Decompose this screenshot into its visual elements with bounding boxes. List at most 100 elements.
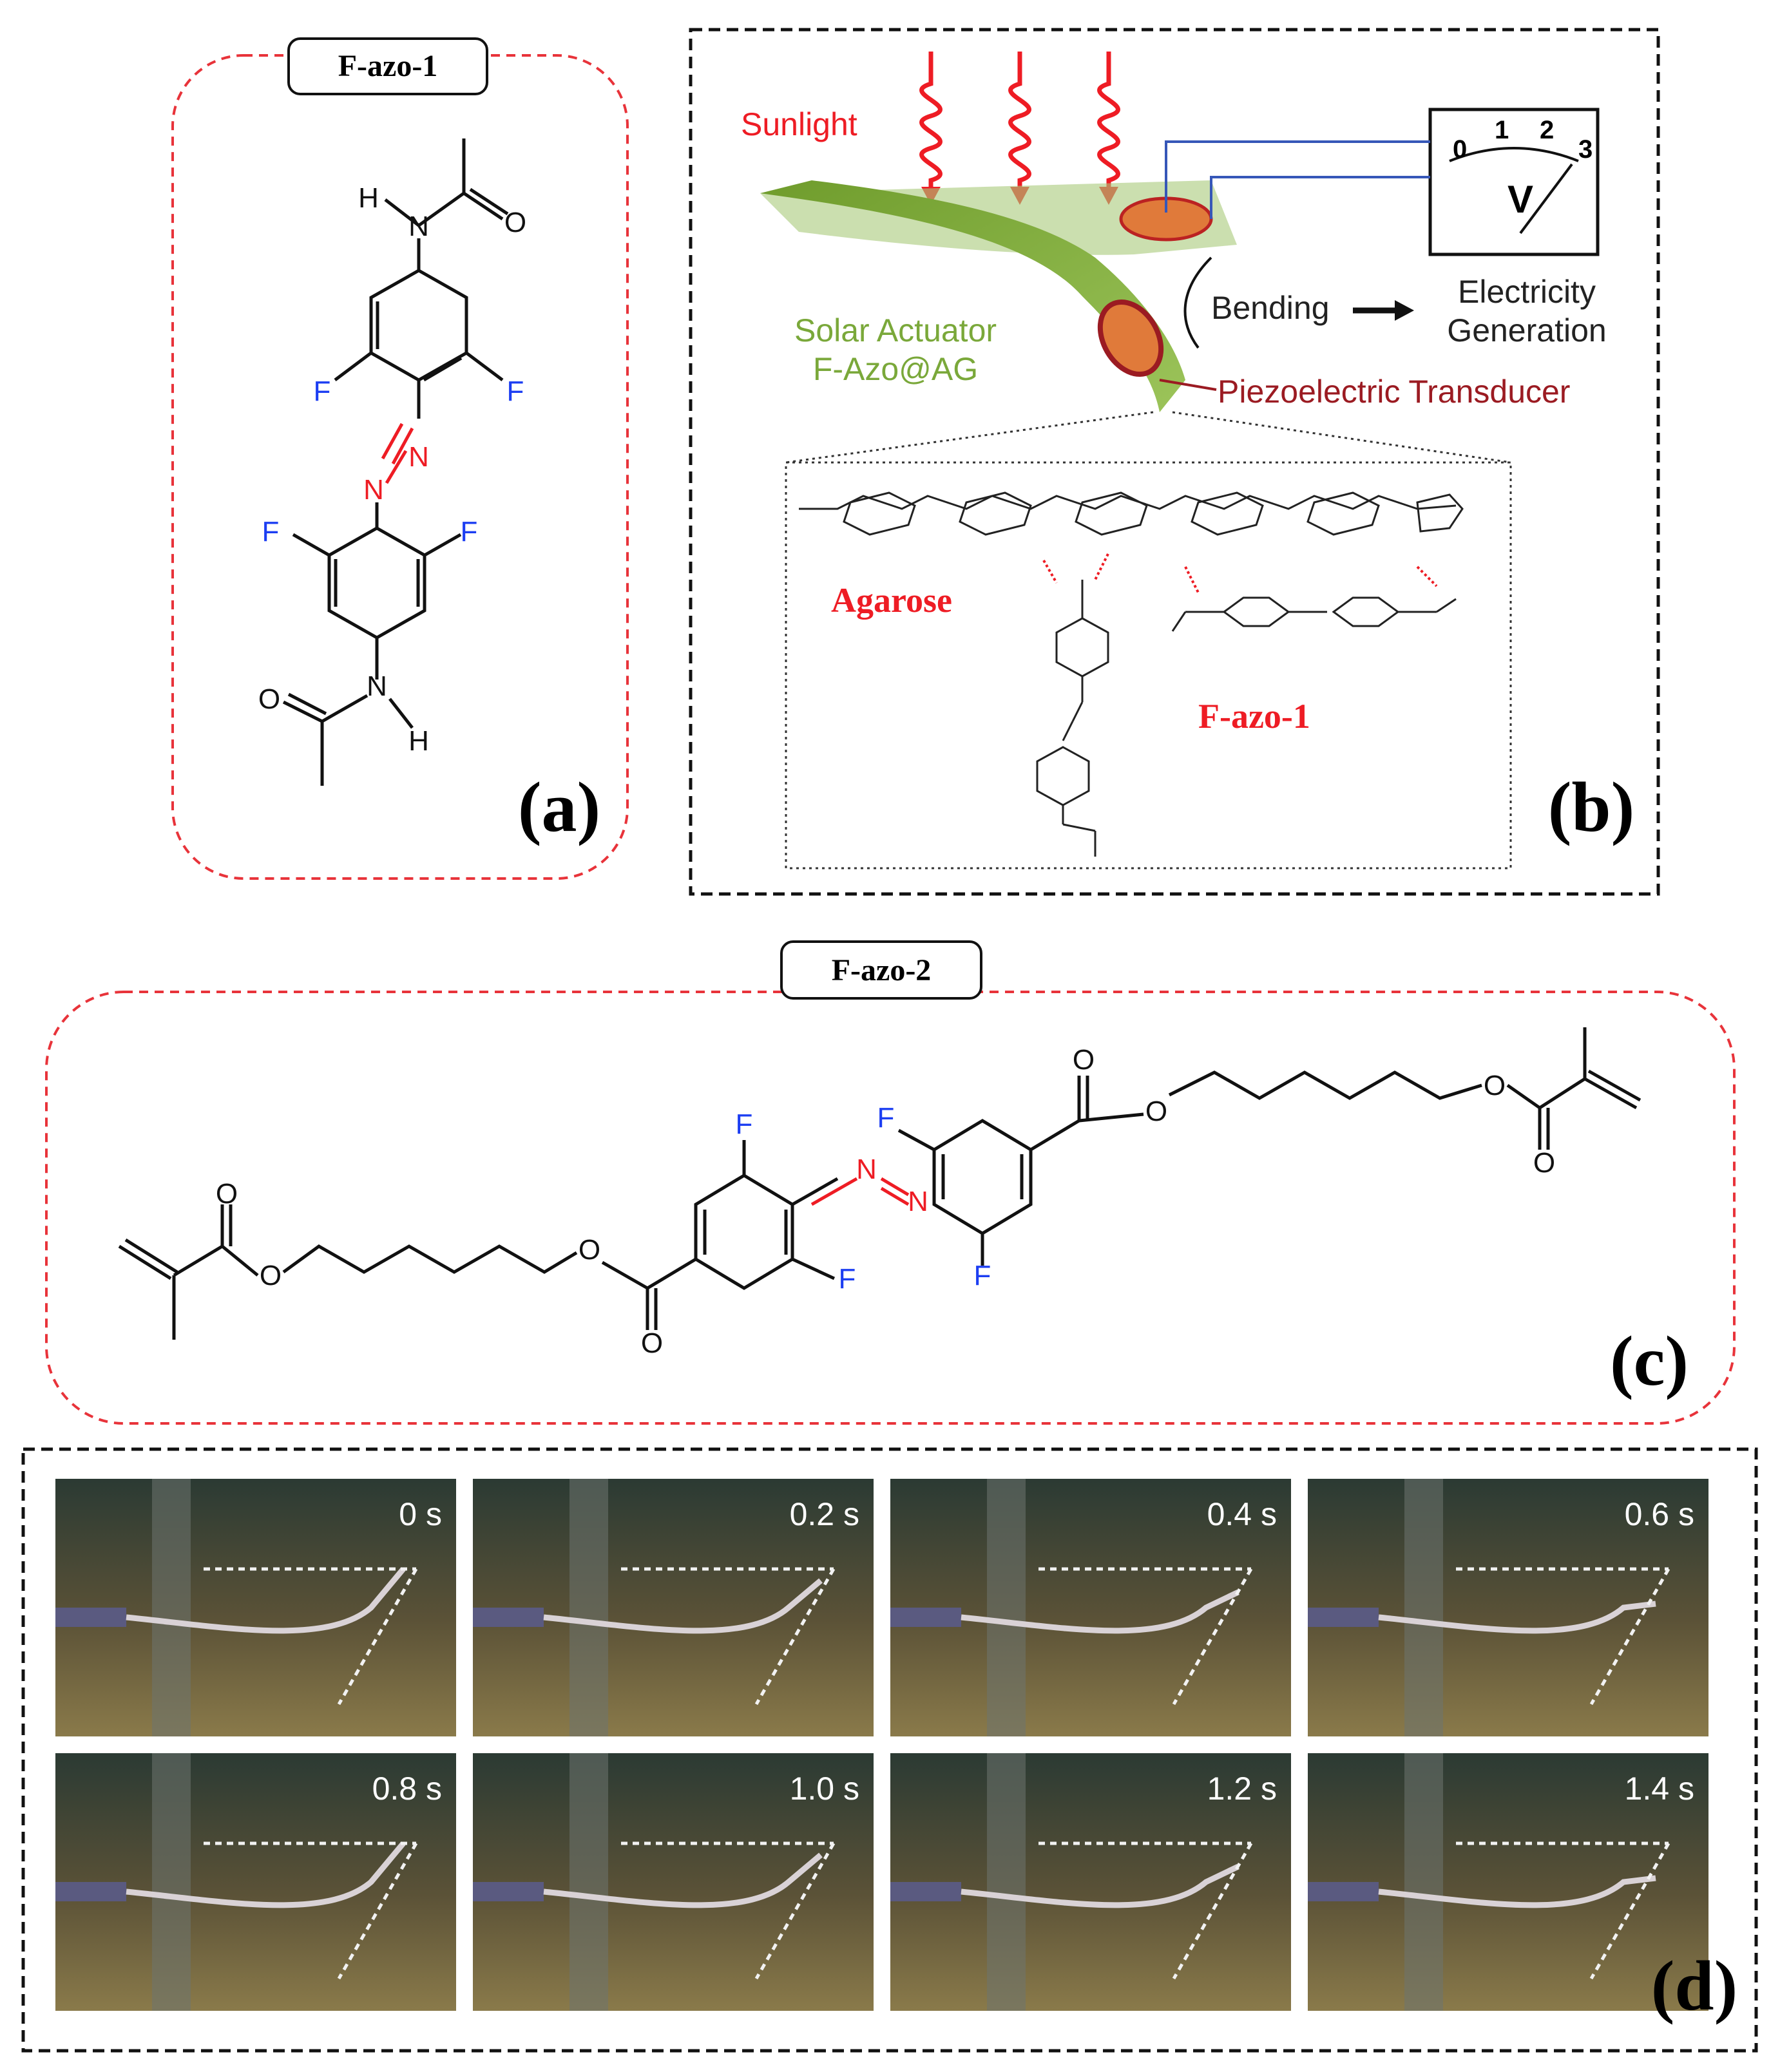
f-azo-2-structure <box>118 1027 1641 1340</box>
atom-c-o3: O <box>579 1234 600 1266</box>
frame-time-label: 1.0 s <box>790 1771 859 1807</box>
f-azo-2-atoms: O O O F F N N F F O O O O O <box>216 1044 1555 1359</box>
actuator-strip <box>760 180 1185 412</box>
background-post <box>987 1753 1026 2011</box>
reference-line-diagonal <box>754 1842 836 1980</box>
atom-c-n1: N <box>856 1154 877 1185</box>
solar-actuator-line2: F-Azo@AG <box>813 351 978 387</box>
piezo-label: Piezoelectric Transducer <box>1218 374 1570 410</box>
frame-time-label: 0 s <box>399 1496 442 1532</box>
meter-needle <box>1519 163 1573 234</box>
panel-d-frame <box>21 1447 1758 2053</box>
photo-frame: 1.0 s <box>473 1753 874 2011</box>
panel-a-title: F-azo-1 <box>338 49 438 83</box>
meter-tick-0: 0 <box>1453 135 1467 164</box>
atom-c-o6: O <box>1484 1070 1506 1101</box>
frame-time-label: 1.4 s <box>1625 1771 1694 1807</box>
actuator-strip <box>961 1589 1239 1634</box>
panel-c-frame <box>45 991 1736 1425</box>
electricity-line1: Electricity <box>1458 274 1596 310</box>
photo-frame: 1.2 s <box>890 1753 1291 2011</box>
agarose-chain <box>799 491 1464 536</box>
atom-c-o2: O <box>260 1260 282 1291</box>
meter-wires <box>1165 140 1430 219</box>
voltmeter-box <box>1428 108 1600 256</box>
frame-time-label: 0.2 s <box>790 1496 859 1532</box>
sunlight-arrows <box>919 52 1120 187</box>
clamp <box>473 1608 544 1627</box>
panel-c-title-box <box>780 940 982 1000</box>
background-post <box>1404 1753 1443 2011</box>
actuator-strip <box>1378 1601 1656 1634</box>
voltmeter: 0 1 2 3 V <box>1428 108 1600 256</box>
atom-n-azo2: N <box>363 474 384 506</box>
f-azo-1-atoms: H N O F F N N F F N O H <box>258 182 526 757</box>
meter-tick-3: 3 <box>1578 135 1593 164</box>
reference-line-diagonal <box>1589 1842 1670 1980</box>
atom-o-bottom: O <box>258 683 280 715</box>
bending-to-electricity-arrow <box>1353 300 1414 321</box>
atom-c-f4: F <box>974 1260 991 1291</box>
meter-tick-2: 2 <box>1540 116 1554 144</box>
bending-label: Bending <box>1211 290 1330 326</box>
agarose-label: Agarose <box>831 581 952 620</box>
clamp <box>1308 1882 1379 1901</box>
panel-a-label: (a) <box>518 768 600 846</box>
atom-n-bottom: N <box>367 670 387 702</box>
actuator-strip <box>126 1841 406 1908</box>
background-post <box>1404 1479 1443 1736</box>
atom-f3: F <box>262 516 280 547</box>
panel-a: F-azo-1 (a) <box>171 37 629 880</box>
clamp <box>1308 1608 1379 1627</box>
azo-double-bond-1 <box>391 427 414 465</box>
reference-line-diagonal <box>1589 1568 1670 1706</box>
atom-n-azo1: N <box>408 441 429 473</box>
frame-time-label: 1.2 s <box>1207 1771 1277 1807</box>
atom-o-top: O <box>504 207 526 238</box>
reference-line-diagonal <box>337 1842 418 1980</box>
reference-line-diagonal <box>337 1568 418 1706</box>
atom-f1: F <box>314 375 331 407</box>
zoom-inset <box>785 411 1512 870</box>
panel-b-frame <box>689 28 1660 896</box>
background-post <box>152 1479 191 1736</box>
actuator-strip <box>126 1567 406 1634</box>
atom-n-top: N <box>408 211 429 242</box>
clamp <box>55 1608 126 1627</box>
meter-unit: V <box>1507 178 1533 221</box>
actuator-strip <box>1378 1875 1656 1908</box>
background-post <box>987 1479 1026 1736</box>
pendant-f-azo-horizontal <box>1171 596 1457 632</box>
atom-c-o1: O <box>216 1178 238 1210</box>
reference-line-diagonal <box>1172 1568 1253 1706</box>
pendant-f-azo-vertical <box>1036 580 1109 857</box>
piezo-leader <box>1159 379 1217 391</box>
background-post <box>569 1753 608 2011</box>
panel-c-label: (c) <box>1610 1322 1689 1400</box>
atom-c-o5: O <box>1145 1096 1167 1127</box>
clamp <box>890 1882 961 1901</box>
azo-double-bond-2 <box>381 423 404 460</box>
panel-a-title-box <box>287 37 488 95</box>
atom-h-bottom: H <box>408 725 429 757</box>
sunlight-label: Sunlight <box>741 106 857 142</box>
atom-c-o8: O <box>641 1327 663 1359</box>
atom-h-top: H <box>358 182 379 214</box>
panel-b-label: (b) <box>1548 768 1634 846</box>
atom-c-o7: O <box>1533 1147 1555 1179</box>
bending-arrow <box>1183 256 1212 349</box>
transducer-bottom <box>1097 299 1164 377</box>
atom-f2: F <box>507 375 524 407</box>
photo-frame: 1.4 s <box>1308 1753 1708 2011</box>
f-azo-2-azo-bond <box>810 1177 910 1206</box>
photo-frame: 0.6 s <box>1308 1479 1708 1736</box>
hydrogen-bonds <box>1042 553 1438 593</box>
background-post <box>569 1479 608 1736</box>
solar-actuator-line1: Solar Actuator <box>794 312 997 348</box>
frame-time-label: 0.8 s <box>372 1771 442 1807</box>
panel-a-frame <box>171 54 629 880</box>
actuator-strip <box>543 1852 823 1908</box>
